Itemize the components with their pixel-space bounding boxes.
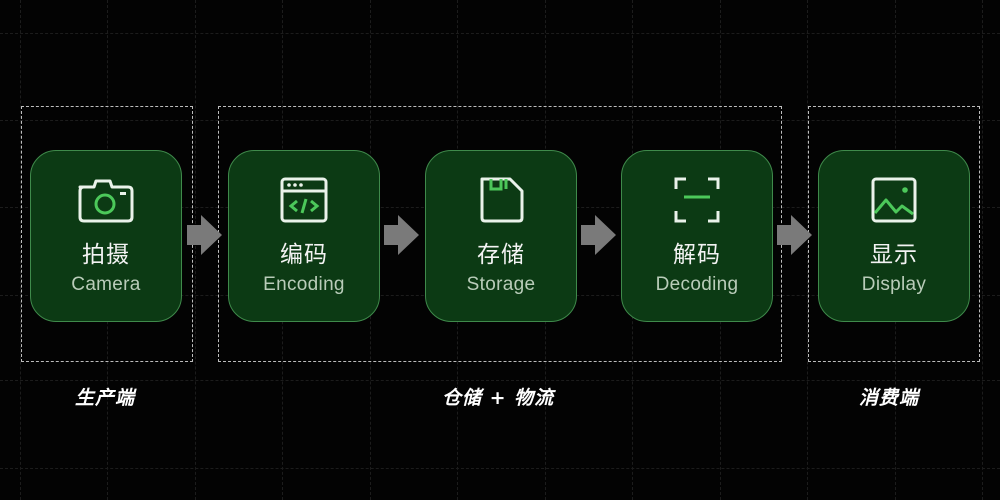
step-title-en: Display	[861, 274, 927, 295]
step-title-zh: 拍摄	[82, 242, 130, 268]
arrow-right-icon	[187, 215, 222, 255]
step-title-en: Storage	[466, 274, 536, 295]
step-title-zh: 解码	[673, 242, 721, 268]
step-title-zh: 编码	[280, 242, 328, 268]
step-title-zh: 存储	[477, 242, 525, 268]
group-label-consumer: 消费端	[859, 387, 920, 409]
code-window-icon	[274, 175, 334, 225]
step-title-en: Decoding	[655, 274, 739, 295]
step-title-en: Encoding	[263, 274, 345, 295]
group-label-storage-logistics: 仓储 + 物流	[442, 387, 555, 409]
step-card-camera: 拍摄 Camera	[30, 150, 182, 322]
group-label-producer: 生产端	[75, 387, 136, 409]
arrow-right-icon	[581, 215, 616, 255]
arrow-right-icon	[777, 215, 812, 255]
step-title-en: Camera	[71, 274, 141, 295]
step-title-zh: 显示	[870, 242, 918, 268]
step-card-display: 显示 Display	[818, 150, 970, 322]
arrow-right-icon	[384, 215, 419, 255]
image-icon	[864, 175, 924, 225]
sd-card-icon	[471, 175, 531, 225]
step-card-storage: 存储 Storage	[425, 150, 577, 322]
step-card-decoding: 解码 Decoding	[621, 150, 773, 322]
scan-frame-icon	[667, 175, 727, 225]
step-card-encoding: 编码 Encoding	[228, 150, 380, 322]
camera-icon	[76, 175, 136, 225]
